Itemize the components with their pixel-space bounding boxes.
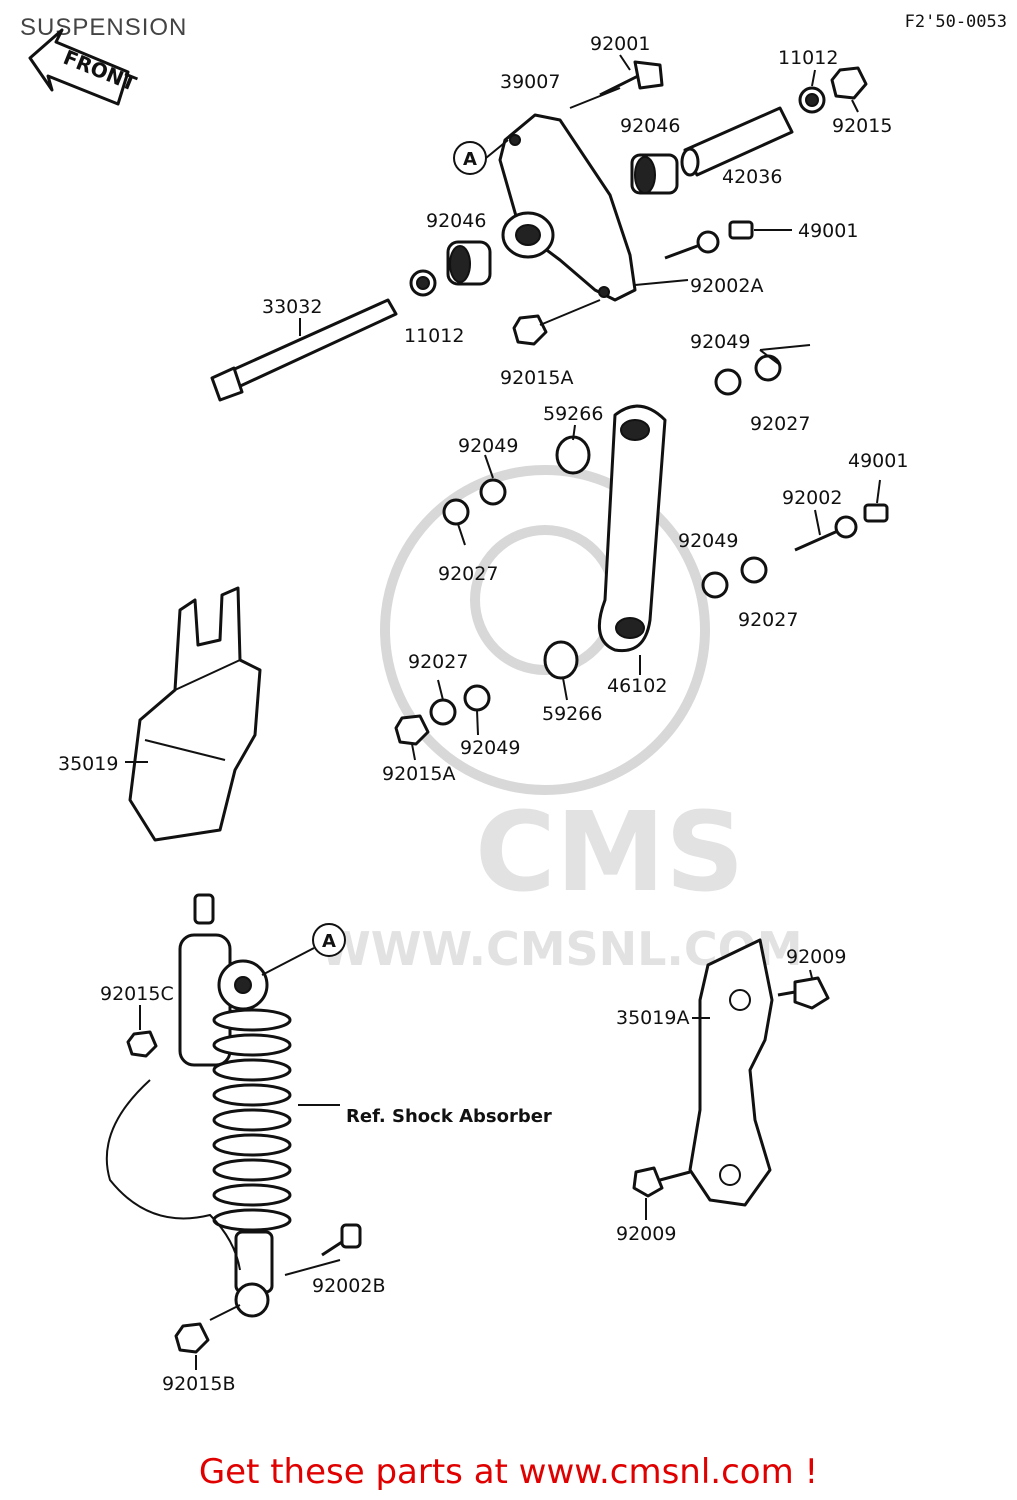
bolt-92009-bottom: [632, 1166, 691, 1198]
footer-cta-link[interactable]: Get these parts at www.cmsnl.com !: [198, 1452, 819, 1492]
nut-92015: [830, 66, 868, 100]
page-title: SUSPENSION: [20, 14, 188, 41]
svg-text:A: A: [322, 931, 336, 952]
label-92027-right: 92027: [750, 413, 810, 435]
label-49001-right: 49001: [848, 450, 908, 472]
washer-92027-lower: [740, 556, 768, 584]
nut-92015A-top: [512, 314, 548, 346]
marker-a-top: A: [453, 139, 509, 175]
nut-92015A-bottom: [394, 714, 430, 746]
nut-92015C: [126, 1030, 158, 1058]
label-59266-bottom: 59266: [542, 703, 602, 725]
label-92049-right: 92049: [690, 331, 750, 353]
label-92049-lower: 92049: [678, 530, 738, 552]
label-59266-top: 59266: [543, 403, 603, 425]
label-92002A: 92002A: [690, 275, 763, 297]
bracket-35019A: [688, 938, 774, 1207]
spacer-59266-bottom: [543, 640, 579, 680]
label-39007: 39007: [500, 71, 560, 93]
bolt-92009-top: [777, 976, 830, 1010]
washer-92027-left: [442, 498, 470, 526]
diagram-reference-code: F2'50-0053: [904, 12, 1007, 32]
link-rod-46102: [597, 404, 667, 653]
label-35019: 35019: [58, 753, 118, 775]
label-46102: 46102: [607, 675, 667, 697]
label-92002: 92002: [782, 487, 842, 509]
sleeve-92046-mid: [446, 240, 492, 286]
front-direction-arrow: FRONT: [28, 28, 140, 106]
seal-92049-left: [479, 478, 507, 506]
seal-92049-right: [714, 368, 742, 396]
label-92027-left: 92027: [438, 563, 498, 585]
bolt-92002A: [664, 230, 720, 260]
shock-spring: [212, 1008, 292, 1232]
label-11012-mid: 11012: [404, 325, 464, 347]
label-92015C: 92015C: [100, 983, 174, 1005]
label-92027-bottom: 92027: [408, 651, 468, 673]
marker-a-bottom: A: [261, 923, 346, 976]
seal-92049-bottom: [463, 684, 491, 712]
seal-92049-lower: [701, 571, 729, 599]
seal-11012-mid-center: [416, 276, 430, 290]
spacer-59266-top: [555, 435, 591, 475]
label-42036: 42036: [722, 166, 782, 188]
watermark-emblem: [380, 465, 710, 795]
cover-35019: [128, 586, 262, 842]
label-92009-top: 92009: [786, 946, 846, 968]
grease-nipple-49001-top: [728, 220, 754, 240]
label-92015: 92015: [832, 115, 892, 137]
shock-upper-eye-hole: [234, 976, 252, 994]
label-33032: 33032: [262, 296, 322, 318]
seal-11012-top-center: [805, 93, 819, 107]
shock-absorber: [105, 893, 292, 1318]
bolt-92001: [599, 60, 664, 97]
label-35019A: 35019A: [616, 1007, 689, 1029]
watermark-brand: CMS: [475, 788, 744, 916]
sleeve-92046-top: [630, 153, 679, 195]
label-92002B: 92002B: [312, 1275, 385, 1297]
label-92027-lower: 92027: [738, 609, 798, 631]
label-49001-top: 49001: [798, 220, 858, 242]
label-92001: 92001: [590, 33, 650, 55]
pipe-42036: [680, 106, 794, 177]
label-92049-left: 92049: [458, 435, 518, 457]
rocker-arm-39007: [498, 113, 637, 302]
watermark-emblem-inner: [470, 525, 620, 675]
svg-text:A: A: [463, 149, 477, 170]
label-92015A-bottom: 92015A: [382, 763, 455, 785]
label-92015A-top: 92015A: [500, 367, 573, 389]
washer-92027-right: [754, 354, 782, 382]
washer-92027-bottom: [429, 698, 457, 726]
shock-lower-eye: [234, 1282, 270, 1318]
label-92015B: 92015B: [162, 1373, 235, 1395]
reservoir-hose: [105, 1079, 241, 1271]
grease-nipple-49001-right: [863, 503, 889, 523]
nut-92015B: [174, 1322, 210, 1354]
label-92049-bottom: 92049: [460, 737, 520, 759]
bolt-92002: [794, 515, 858, 552]
label-92046-mid: 92046: [426, 210, 486, 232]
reservoir-cap: [193, 893, 215, 925]
label-ref-shock-absorber: Ref. Shock Absorber: [346, 1106, 552, 1127]
label-11012-top: 11012: [778, 47, 838, 69]
bolt-92002B: [321, 1223, 362, 1257]
label-92046-top: 92046: [620, 115, 680, 137]
label-92009-bottom: 92009: [616, 1223, 676, 1245]
shaft-33032: [210, 298, 398, 402]
